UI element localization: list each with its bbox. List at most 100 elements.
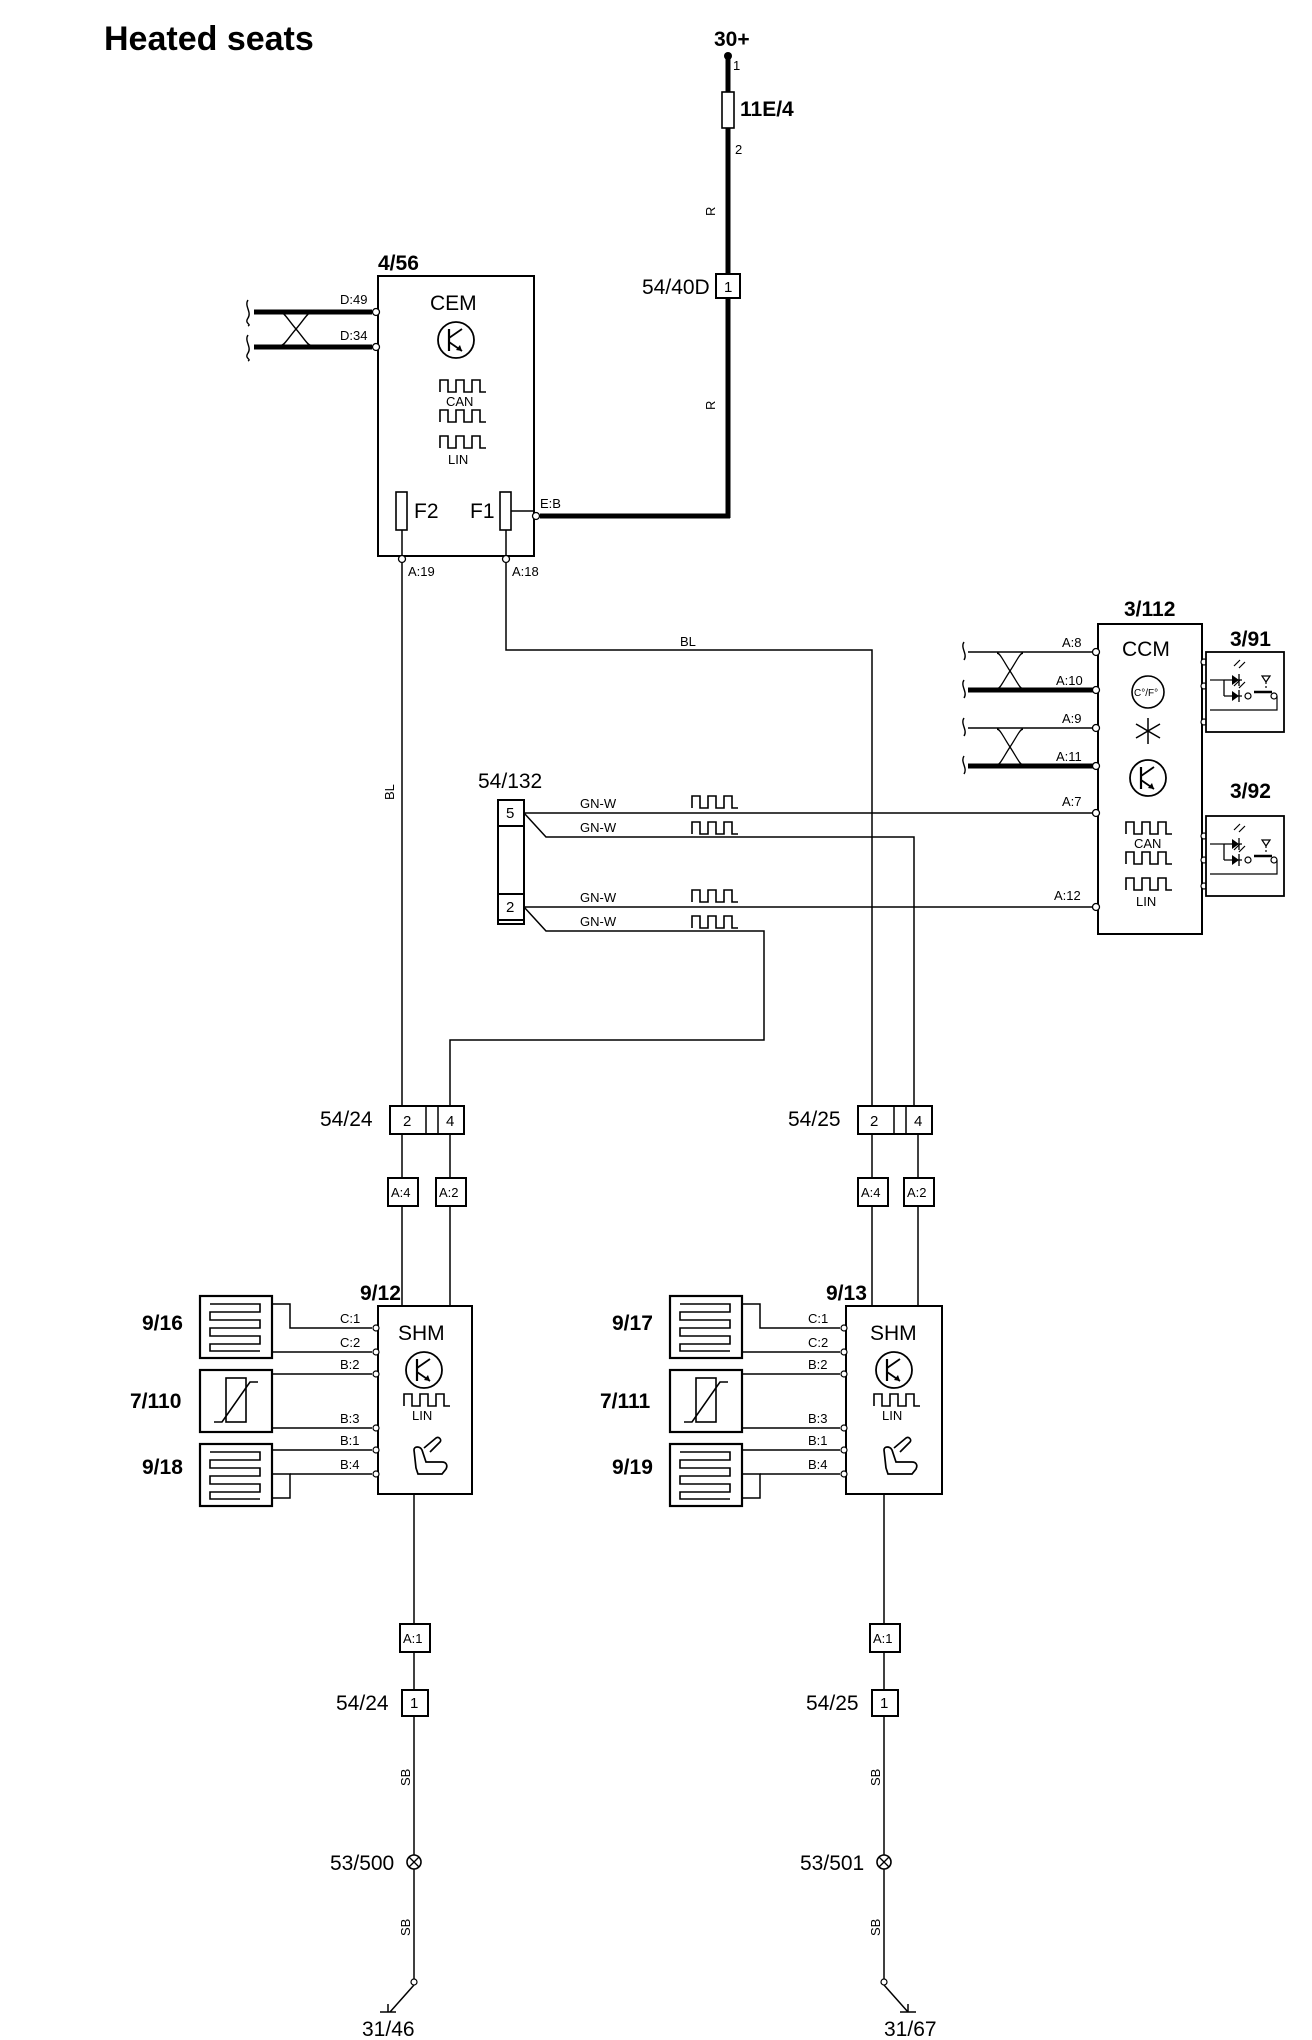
left-ground-connector-label: 54/24: [336, 1692, 389, 1715]
left-pin-b1: B:1: [340, 1433, 360, 1448]
cem-lin: LIN: [448, 452, 468, 467]
connector-54-132: 54/132 5 2 GN-W GN-W GN-W GN-W: [449, 770, 1094, 1108]
cem-pin-a19: A:19: [408, 564, 435, 579]
connector-54-40d-label: 54/40D: [642, 276, 710, 299]
right-ground-label: 31/67: [884, 2018, 937, 2040]
left-element-top-label: 9/16: [142, 1312, 183, 1335]
cem-pin-d34: D:34: [340, 328, 367, 343]
left-shm-box: [377, 1305, 473, 1495]
left-ground-inline: A:1: [403, 1631, 423, 1646]
cem-fuse-f1-label: F1: [470, 500, 495, 523]
fuse-pin-in: 1: [733, 58, 740, 73]
ccm-pin-a12: A:12: [1054, 888, 1081, 903]
right-pin-b2: B:2: [808, 1357, 828, 1372]
left-inline-a4: A:4: [391, 1185, 411, 1200]
right-splice: [876, 1854, 892, 1870]
right-inline-a2: A:2: [907, 1185, 927, 1200]
right-sensor-label: 7/111: [600, 1390, 651, 1413]
ccm-pin-a7: A:7: [1062, 794, 1082, 809]
connector-54-132-pin5-label: 5: [506, 805, 514, 822]
left-connector-pin4: 4: [446, 1113, 454, 1130]
left-pin-c1: C:1: [340, 1311, 360, 1326]
left-splice: [406, 1854, 422, 1870]
right-pin-b4: B:4: [808, 1457, 828, 1472]
wire-color-r1: R: [703, 207, 718, 216]
wire-bl-right: BL: [680, 634, 696, 649]
left-ground-label: 31/46: [362, 2018, 415, 2040]
right-splice-label: 53/501: [800, 1852, 864, 1875]
cem-can: CAN: [446, 394, 473, 409]
left-pin-b2: B:2: [340, 1357, 360, 1372]
right-element-top-label: 9/17: [612, 1312, 653, 1335]
wire-gnw-3: GN-W: [580, 890, 617, 905]
ccm-can: CAN: [1134, 836, 1161, 851]
connector-54-132-pin2-label: 2: [506, 899, 514, 916]
left-connector-pin2: 2: [403, 1113, 411, 1130]
connector-54-40d-pin: 1: [724, 279, 732, 296]
right-wire-sb1: SB: [868, 1769, 883, 1786]
wire-bl-left: BL: [382, 784, 397, 800]
ccm-pin-a8: A:8: [1062, 635, 1082, 650]
left-splice-label: 53/500: [330, 1852, 394, 1875]
right-module-name: SHM: [870, 1322, 917, 1345]
fuse-label: 11E/4: [740, 98, 794, 121]
cem-fuse-f2-label: F2: [414, 500, 439, 523]
left-wire-sb2: SB: [398, 1919, 413, 1936]
left-ground-connector-pin: 1: [410, 1695, 418, 1712]
left-module-id: 9/12: [360, 1282, 401, 1305]
snowflake-icon: [1135, 718, 1161, 744]
left-inline-a2: A:2: [439, 1185, 459, 1200]
ccm-pin-a9: A:9: [1062, 711, 1082, 726]
right-pin-c1: C:1: [808, 1311, 828, 1326]
right-pin-b1: B:1: [808, 1433, 828, 1448]
supply-label: 30+: [714, 28, 750, 51]
right-connector-pin2: 2: [870, 1113, 878, 1130]
right-module-id: 9/13: [826, 1282, 867, 1305]
right-connector-pin4: 4: [914, 1113, 922, 1130]
ccm-name: CCM: [1122, 638, 1170, 661]
cem-module: 4/56 CEM CAN LIN F2 F1 E:B D:49 D:34 A:1…: [246, 252, 561, 579]
right-element-bottom-label: 9/19: [612, 1456, 653, 1479]
right-ground-connector-label: 54/25: [806, 1692, 859, 1715]
left-element-bottom-label: 9/18: [142, 1456, 183, 1479]
fuse-11e4: [721, 91, 735, 129]
cem-output-wires: BL BL: [382, 563, 873, 1108]
switch-3-92-label: 3/92: [1230, 780, 1271, 803]
ccm-temp-symbol: C°/F°: [1134, 688, 1158, 699]
fuse-pin-out: 2: [735, 142, 742, 157]
connector-54-132-label: 54/132: [478, 770, 542, 793]
left-wire-sb1: SB: [398, 1769, 413, 1786]
ccm-pin-a11: A:11: [1056, 749, 1082, 764]
right-connector-label: 54/25: [788, 1108, 841, 1131]
ccm-pin-a10: A:10: [1056, 673, 1083, 688]
cem-pin-eb: E:B: [540, 496, 561, 511]
ccm-module: 3/112 CCM C°/F° CAN LIN A:8 A:10 A:9 A:1…: [962, 598, 1208, 935]
left-module-lin: LIN: [412, 1408, 432, 1423]
right-pin-b3: B:3: [808, 1411, 828, 1426]
right-seat-circuit: 54/25 2 4 A:4 A:2 9/13 SHM LIN C:1 C:2 B…: [600, 1105, 943, 2040]
switch-3-91: 3/91: [1204, 628, 1286, 734]
switch-3-91-label: 3/91: [1230, 628, 1271, 651]
left-module-name: SHM: [398, 1322, 445, 1345]
right-ground-inline: A:1: [873, 1631, 893, 1646]
right-ground-connector-pin: 1: [880, 1695, 888, 1712]
wire-color-r2: R: [703, 401, 718, 410]
switch-3-92: 3/92: [1204, 780, 1286, 898]
right-wire-sb2: SB: [868, 1919, 883, 1936]
wire-gnw-2: GN-W: [580, 820, 617, 835]
connector-54-132-pin5: [497, 799, 525, 827]
left-pin-c2: C:2: [340, 1335, 360, 1350]
right-module-lin: LIN: [882, 1408, 902, 1423]
left-pin-b3: B:3: [340, 1411, 360, 1426]
wire-gnw-4: GN-W: [580, 914, 617, 929]
cem-id: 4/56: [378, 252, 419, 275]
left-seat-circuit: 54/24 2 4 A:4 A:2 9/12 SHM LIN C:1 C:2 B…: [130, 1105, 473, 2040]
right-inline-a4: A:4: [861, 1185, 881, 1200]
left-sensor-label: 7/110: [130, 1390, 181, 1413]
right-pin-c2: C:2: [808, 1335, 828, 1350]
cem-pin-a18: A:18: [512, 564, 539, 579]
cem-name: CEM: [430, 292, 477, 315]
left-ground-symbol: [380, 1978, 418, 2013]
wire-gnw-1: GN-W: [580, 796, 617, 811]
